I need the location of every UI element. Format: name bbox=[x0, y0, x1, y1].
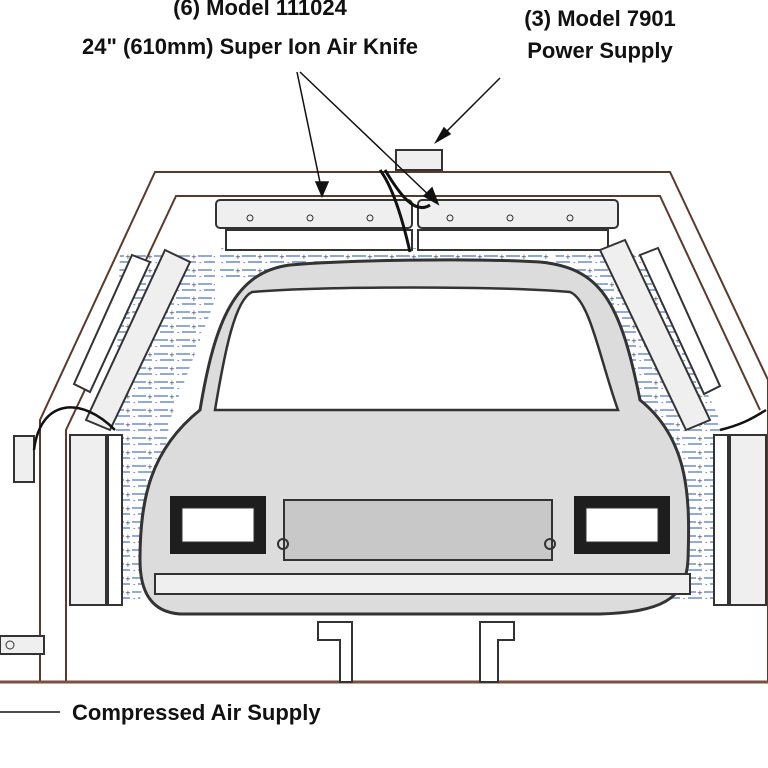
compressed-air-label: Compressed Air Supply bbox=[72, 700, 321, 725]
top-air-knife-right bbox=[417, 199, 619, 251]
left-headlight bbox=[170, 496, 266, 554]
right-lower-air-knife bbox=[713, 408, 767, 606]
grille bbox=[283, 499, 553, 561]
compressed-air-pipe bbox=[0, 635, 60, 713]
power-supply-label-desc: Power Supply bbox=[527, 38, 673, 63]
power-supply-box bbox=[378, 149, 443, 253]
booth-frame bbox=[0, 171, 768, 684]
callout-arrows bbox=[296, 71, 501, 206]
air-knife-label-desc: 24" (610mm) Super Ion Air Knife bbox=[81, 34, 419, 59]
car-body bbox=[138, 258, 691, 616]
top-air-knife-left bbox=[215, 199, 413, 251]
left-lower-air-knife bbox=[13, 406, 123, 606]
right-headlight bbox=[574, 496, 670, 554]
air-knife-label-model: (6) Model 111024 bbox=[173, 0, 347, 20]
car-stands bbox=[317, 621, 515, 683]
windshield bbox=[213, 286, 620, 412]
right-side-air-knife bbox=[598, 238, 722, 432]
left-side-air-knife bbox=[72, 248, 192, 432]
power-supply-label-model: (3) Model 7901 bbox=[524, 6, 676, 31]
bumper bbox=[154, 573, 691, 595]
